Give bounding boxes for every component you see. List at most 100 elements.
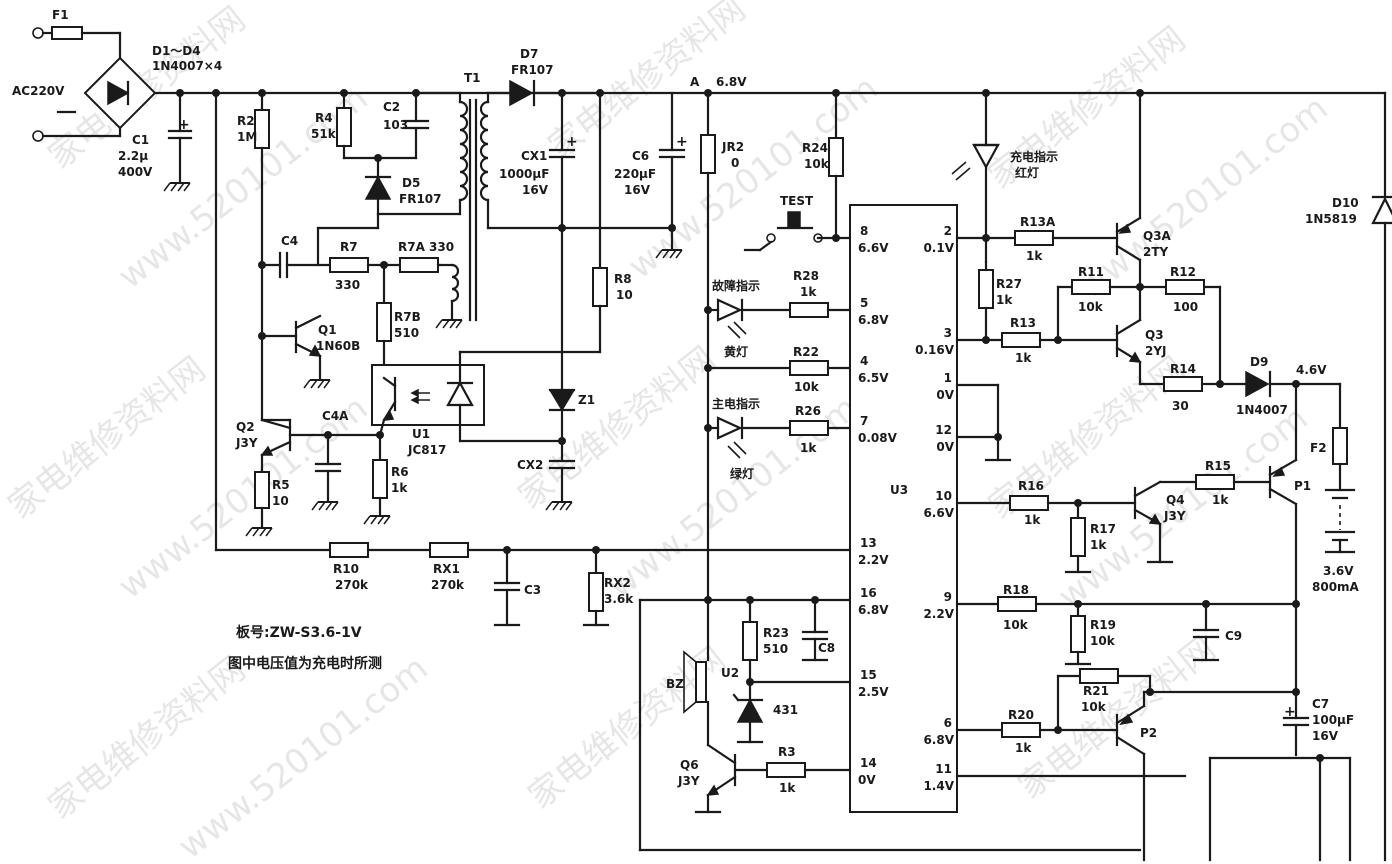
label-r22-value: 10k: [794, 380, 820, 394]
resistor-r16: [1009, 495, 1049, 511]
resistor-r13: [1001, 332, 1041, 348]
label-q1: Q1: [318, 323, 337, 337]
label-r10: R10: [333, 562, 359, 576]
u3-pin-voltage: 0.16V: [915, 343, 955, 357]
u3-pin-number: 11: [935, 762, 952, 776]
test-button[interactable]: [787, 211, 801, 229]
label-fault-indicator: 故障指示: [712, 278, 760, 293]
label-r11: R11: [1078, 265, 1104, 279]
label-r14-value: 30: [1172, 399, 1189, 413]
resistor-r10: [329, 542, 369, 558]
label-r16-value: 1k: [1024, 513, 1041, 527]
c1-plus: +: [178, 117, 190, 133]
indicator-section: 故障指示 黄灯 R28 1k R22 10k 主电指示 绿灯 R26 1k: [704, 269, 852, 481]
label-c6-value: 220μF: [614, 167, 656, 181]
c7-plus: +: [1284, 704, 1296, 720]
label-r19: R19: [1090, 618, 1116, 632]
label-r24-value: 10k: [804, 157, 830, 171]
label-r4: R4: [315, 111, 333, 125]
label-r23: R23: [763, 626, 789, 640]
label-ac-input: AC220V: [12, 84, 65, 98]
diode-d5: [364, 175, 392, 200]
resistor-r3: [766, 762, 806, 778]
label-r19-value: 10k: [1090, 634, 1116, 648]
label-r8: R8: [614, 272, 632, 286]
label-431: 431: [773, 703, 798, 717]
watermark-text: 家电维修资料网: [1, 349, 213, 527]
charge-led: [972, 143, 1000, 170]
u3-pin-voltage: 6.8V: [923, 733, 954, 747]
label-r3-value: 1k: [779, 781, 796, 795]
label-q1-value: 1N60B: [316, 339, 360, 353]
label-r24: R24: [802, 141, 828, 155]
u3-pin-voltage: 0V: [858, 773, 876, 787]
label-r5-value: 10: [272, 494, 289, 508]
zener-z1: [548, 389, 576, 412]
label-c6: C6: [632, 149, 649, 163]
u3-pin-number: 10: [935, 489, 952, 503]
label-c7: C7: [1312, 697, 1329, 711]
label-rx1: RX1: [433, 562, 460, 576]
label-c7-value: 100μF: [1312, 713, 1354, 727]
label-r2: R2: [237, 114, 255, 128]
resistor-r19: [1070, 615, 1086, 653]
label-r4-value: 51k: [311, 127, 337, 141]
watermark-url: www.520101.com: [1071, 88, 1335, 307]
label-r18-value: 10k: [1003, 618, 1029, 632]
u3-pin-voltage: 0.1V: [923, 241, 954, 255]
label-q3a-value: 2TY: [1143, 245, 1169, 259]
label-r7b: R7B: [394, 310, 421, 324]
label-q6-value: J3Y: [677, 774, 700, 788]
regulator-431: [736, 698, 764, 723]
label-battery-voltage: 3.6V: [1323, 564, 1354, 578]
resistor-r24: [828, 137, 844, 177]
label-r22: R22: [793, 345, 819, 359]
label-r7: R7: [340, 240, 358, 254]
diode-d7: [509, 79, 534, 107]
label-r13: R13: [1010, 316, 1036, 330]
watermark-text: 家电维修资料网: [981, 19, 1193, 197]
jumper-jr2: [700, 134, 716, 174]
label-r8-value: 10: [616, 288, 633, 302]
label-r27: R27: [996, 277, 1022, 291]
label-d5-value: FR107: [399, 192, 442, 206]
primary-section: R2 1M R4 51k C2 103 D5 FR107 T1: [214, 71, 485, 552]
label-f1: F1: [52, 8, 69, 22]
u3-pin-number: 2: [944, 224, 952, 238]
resistor-r6: [372, 459, 388, 499]
resistor-r14: [1163, 376, 1203, 392]
voltage-note: 图中电压值为充电时所测: [228, 655, 382, 672]
u3-pin-number: 9: [944, 590, 952, 604]
label-f2: F2: [1310, 441, 1327, 455]
label-c9: C9: [1225, 629, 1242, 643]
transformer-primary-winding: [458, 100, 469, 202]
label-q2-value: J3Y: [235, 436, 258, 450]
label-u2-ref: U2: [721, 666, 739, 680]
u3-pin-number: 14: [860, 756, 877, 770]
label-r2-value: 1M: [237, 130, 257, 144]
label-q3-value: 2YJ: [1145, 344, 1167, 358]
label-p1: P1: [1294, 479, 1311, 493]
label-u1-value: JC817: [407, 443, 446, 457]
label-r27-value: 1k: [996, 293, 1013, 307]
ic-u3-body: [849, 204, 958, 813]
ac-terminal-2: [32, 130, 44, 142]
label-r12-value: 100: [1173, 300, 1198, 314]
label-cx1-value: 1000μF: [499, 167, 549, 181]
u3-pin-number: 15: [860, 668, 877, 682]
label-c8: C8: [818, 641, 835, 655]
transformer-aux-winding: [450, 263, 460, 303]
label-r15-value: 1k: [1212, 493, 1229, 507]
input-section: F1 AC220V D1～D4 1N4007×4 + C1 2.2μ 400V: [12, 8, 600, 192]
u3-pin-voltage: 6.8V: [858, 313, 889, 327]
label-d7: D7: [520, 47, 538, 61]
power-led: [716, 416, 743, 440]
u3-pin-number: 8: [860, 224, 868, 238]
label-battery-capacity: 800mA: [1312, 580, 1360, 594]
resistor-rx1: [429, 542, 469, 558]
label-r11-value: 10k: [1078, 300, 1104, 314]
u3-pin-voltage: 6.5V: [858, 371, 889, 385]
label-u1: U1: [412, 427, 430, 441]
transformer-secondary-winding: [479, 100, 490, 202]
